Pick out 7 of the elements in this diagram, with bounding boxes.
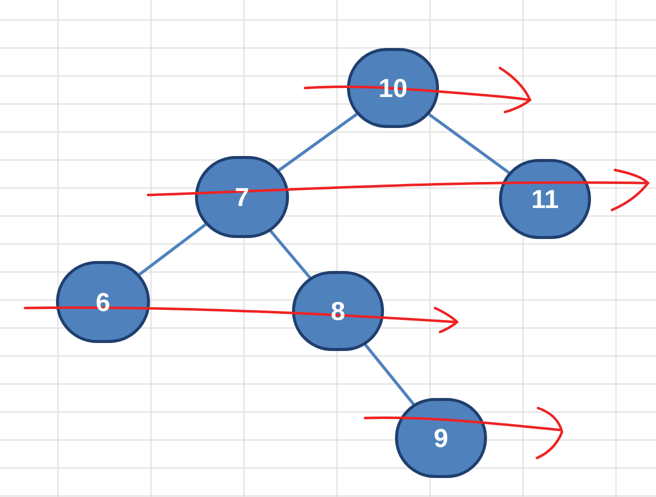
- node-value: 11: [531, 186, 559, 212]
- tree-edge: [364, 344, 416, 406]
- tree-edge: [269, 230, 312, 279]
- tree-edge: [278, 112, 358, 172]
- node-value: 9: [434, 425, 448, 451]
- tree-edge: [428, 113, 510, 174]
- tree-edge: [138, 223, 207, 276]
